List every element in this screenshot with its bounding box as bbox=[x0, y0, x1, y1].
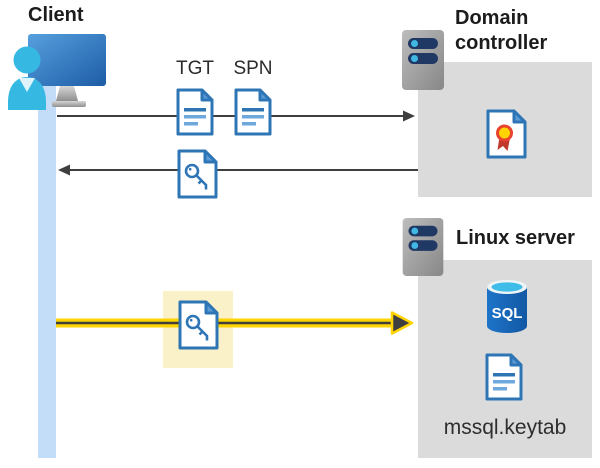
key-document-icon bbox=[177, 149, 218, 199]
spn-document-icon bbox=[234, 88, 272, 136]
monitor-stand bbox=[56, 86, 78, 101]
keytab-document-icon bbox=[485, 353, 523, 401]
monitor-base bbox=[52, 101, 86, 107]
tgt-label: TGT bbox=[176, 58, 214, 79]
arrowhead-yellow-icon bbox=[390, 311, 414, 335]
domain-controller-server-icon bbox=[402, 30, 444, 90]
user-icon bbox=[8, 46, 46, 110]
service-ticket-document-icon bbox=[178, 300, 219, 350]
tgt-document-icon bbox=[176, 88, 214, 136]
linux-server-label: Linux server bbox=[456, 227, 575, 249]
sql-database-icon: SQL bbox=[487, 280, 527, 333]
linux-server-icon bbox=[402, 217, 444, 277]
spn-label: SPN bbox=[233, 58, 273, 79]
client-label: Client bbox=[28, 4, 84, 26]
client-lifeline bbox=[38, 86, 56, 458]
key-glyph-icon bbox=[184, 163, 208, 190]
keytab-filename-label: mssql.keytab bbox=[443, 416, 567, 439]
keytab-auth-arrow bbox=[56, 311, 414, 335]
monitor-icon bbox=[28, 34, 106, 86]
rosette-icon bbox=[496, 124, 513, 151]
key-glyph-icon bbox=[185, 314, 209, 341]
domain-controller-label: Domain controller bbox=[455, 7, 548, 54]
sql-icon-label: SQL bbox=[492, 305, 523, 322]
arrowhead-right-icon bbox=[403, 110, 415, 122]
response-arrow bbox=[58, 164, 418, 176]
arrowhead-left-icon bbox=[58, 164, 70, 176]
certificate-document-icon bbox=[486, 109, 527, 159]
client-workstation-icon bbox=[8, 34, 106, 110]
